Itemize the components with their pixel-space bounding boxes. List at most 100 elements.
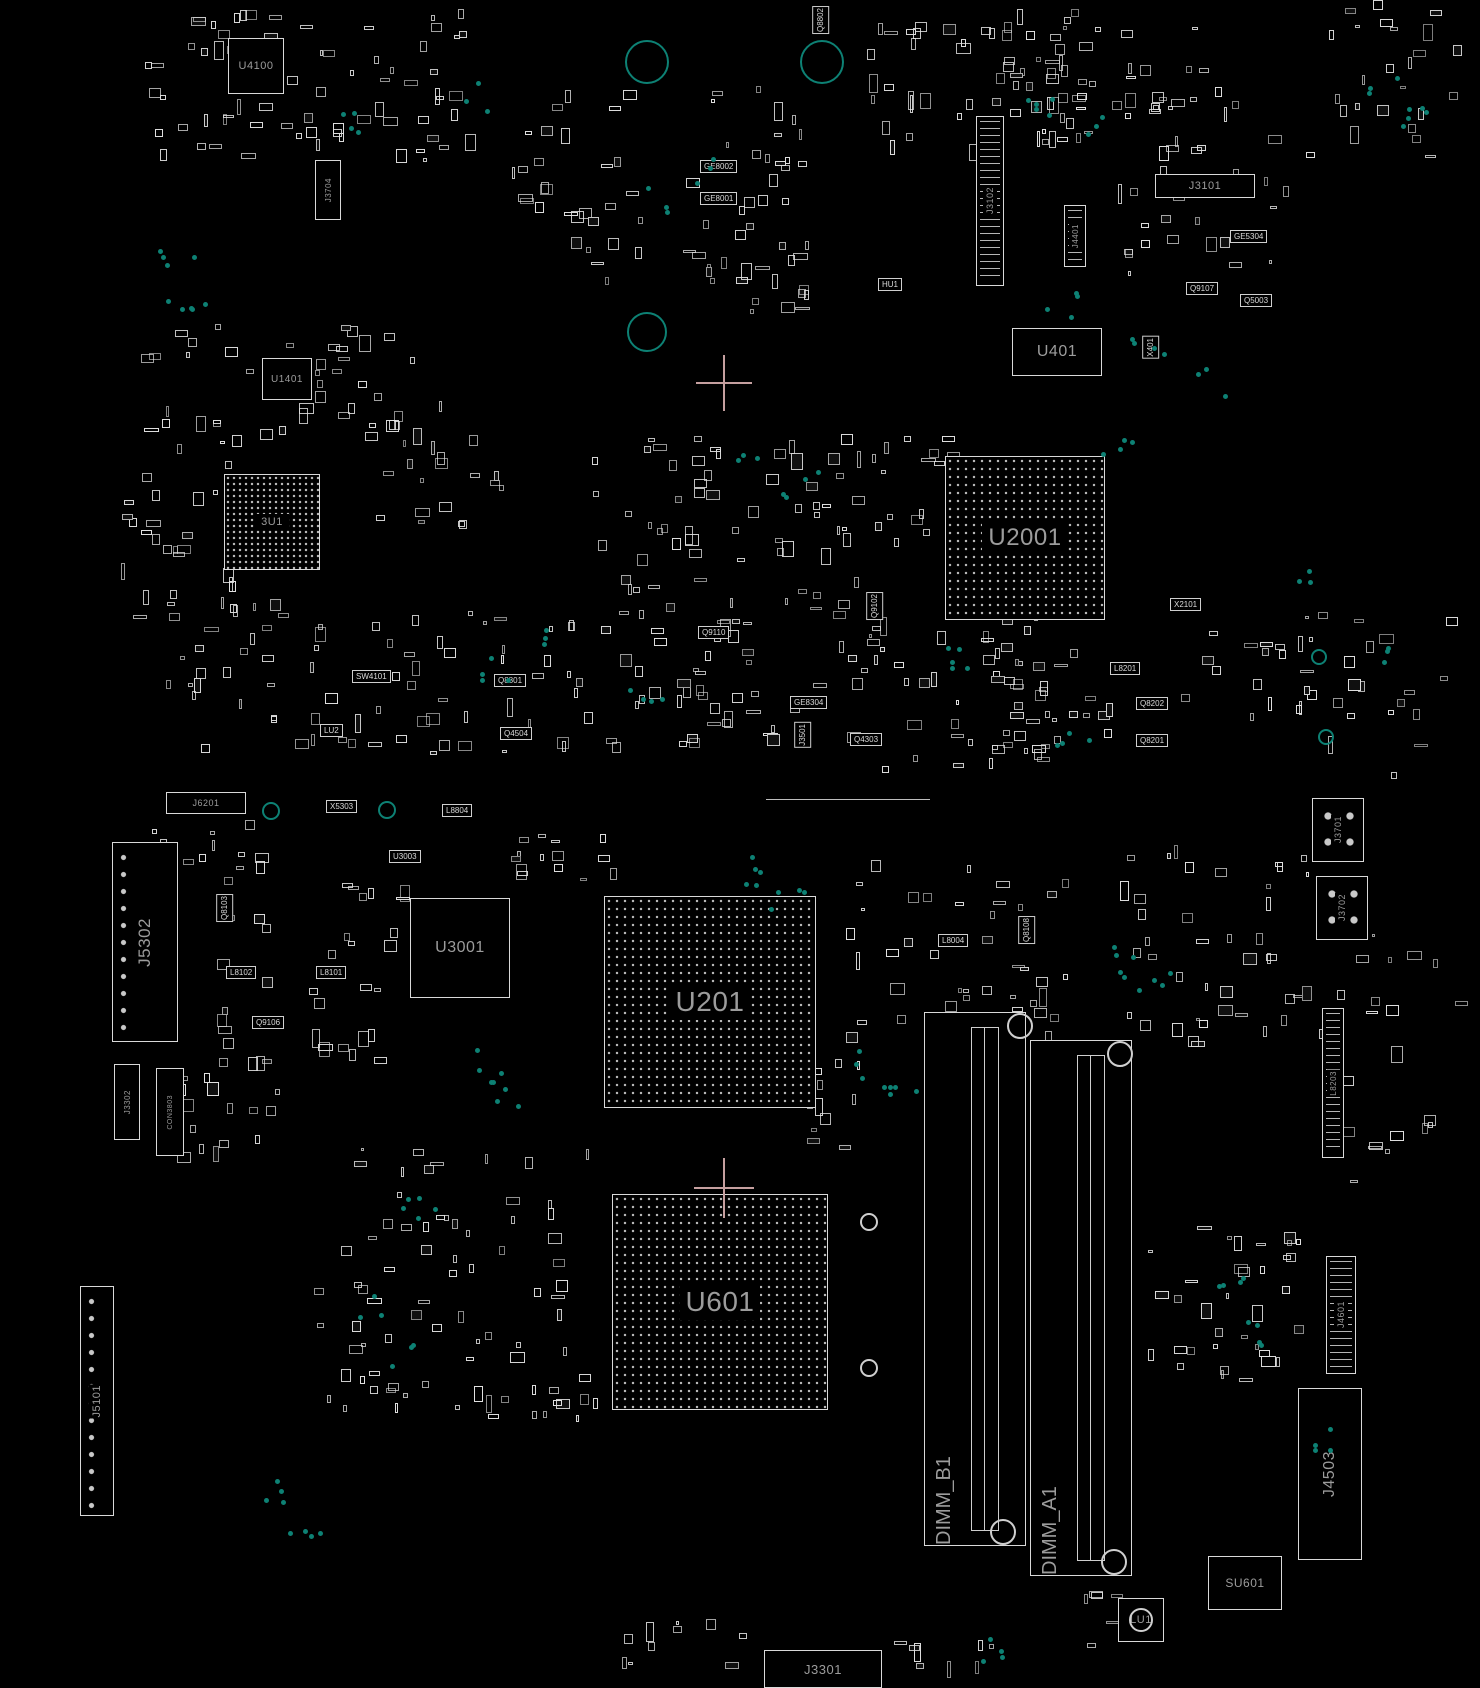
component-outline: [383, 1218, 394, 1230]
component-outline: [887, 513, 893, 520]
component-outline: [1228, 261, 1243, 268]
component-outline: [738, 1632, 748, 1640]
component-outline: [474, 1386, 484, 1403]
component-outline: [795, 307, 810, 311]
component-outline: [907, 719, 923, 730]
test-point: [1093, 124, 1099, 130]
component-outline: [1040, 681, 1049, 697]
component-outline: [1126, 76, 1137, 80]
component-outline: [485, 1395, 493, 1413]
component-outline: [634, 701, 640, 709]
component-outline: [675, 1621, 679, 1625]
component-outline: [742, 648, 755, 656]
component-outline: [712, 91, 723, 97]
component-outline: [1075, 133, 1081, 144]
component-outline: [1353, 619, 1364, 623]
component-outline: [507, 697, 513, 717]
component-outline: [1054, 43, 1066, 55]
component-outline: [707, 721, 722, 727]
component-outline: [212, 1146, 219, 1162]
component-outline: [827, 453, 840, 465]
component-outline: [310, 661, 314, 673]
component-outline: [983, 631, 989, 644]
component-outline: [211, 21, 216, 30]
test-point: [964, 665, 970, 671]
component-outline: [1308, 637, 1313, 643]
connector-j3301: J3301: [764, 1650, 882, 1688]
component-outline: [1187, 1347, 1195, 1355]
connector-j3101: J3101: [1155, 174, 1255, 198]
component-outline: [180, 656, 185, 661]
component-outline: [173, 551, 185, 558]
component-outline: [1106, 703, 1114, 717]
component-outline: [839, 1145, 851, 1150]
component-outline: [1385, 63, 1394, 73]
refdes-u3003: U3003: [389, 850, 421, 864]
component-outline: [575, 1415, 580, 1422]
component-outline: [314, 997, 325, 1009]
component-outline: [947, 1661, 952, 1678]
refdes-q9107: Q9107: [1186, 282, 1219, 296]
component-outline: [880, 647, 886, 652]
component-outline: [1346, 713, 1355, 720]
component-outline: [1036, 56, 1041, 62]
component-outline: [201, 48, 209, 56]
test-point: [484, 109, 490, 115]
component-outline: [1390, 1130, 1405, 1141]
component-outline: [937, 631, 947, 645]
component-outline: [1038, 988, 1047, 1007]
component-outline: [417, 715, 430, 727]
component-outline: [1252, 1304, 1264, 1322]
component-outline: [1013, 702, 1023, 710]
component-outline: [324, 693, 338, 704]
refdes-q8201: Q8201: [1136, 734, 1169, 748]
component-label: SU601: [1225, 1576, 1265, 1590]
component-outline: [749, 308, 755, 315]
component-outline: [870, 859, 882, 873]
component-outline: [216, 1014, 228, 1027]
component-outline: [249, 633, 255, 645]
component-outline: [225, 461, 232, 469]
component-outline: [942, 24, 956, 36]
refdes-q9102: Q9102: [866, 592, 884, 621]
component-outline: [1413, 50, 1426, 58]
component-outline: [647, 1641, 656, 1652]
component-outline: [628, 583, 633, 595]
component-outline: [206, 1082, 219, 1096]
component-outline: [1440, 676, 1449, 681]
component-outline: [1317, 612, 1329, 619]
component-outline: [423, 1165, 434, 1174]
mounting-hole: [1107, 1041, 1133, 1067]
refdes-q4303: Q4303: [850, 733, 883, 747]
component-label: U4100: [238, 60, 274, 72]
component-outline: [689, 549, 702, 559]
component-outline: [222, 115, 234, 119]
test-point: [318, 1530, 324, 1536]
component-outline: [579, 1374, 592, 1383]
component-outline: [518, 194, 534, 202]
component-outline: [231, 435, 243, 447]
component-outline: [1302, 985, 1312, 1002]
refdes-q5003: Q5003: [1240, 294, 1273, 308]
component-outline: [816, 1079, 823, 1091]
component-outline: [1045, 73, 1059, 84]
component-outline: [1029, 999, 1038, 1008]
component-outline: [438, 740, 451, 752]
component-outline: [604, 203, 616, 211]
test-point: [352, 111, 358, 117]
component-outline: [600, 626, 612, 634]
component-outline: [923, 528, 931, 536]
component-outline: [425, 713, 440, 725]
component-outline: [1009, 995, 1016, 999]
component-outline: [367, 741, 382, 747]
component-outline: [1060, 65, 1069, 77]
component-outline: [921, 457, 936, 463]
test-point: [754, 456, 760, 462]
component-outline: [326, 1394, 331, 1403]
test-point: [1085, 131, 1091, 137]
component-outline: [1283, 1231, 1296, 1244]
component-outline: [884, 31, 898, 35]
component-outline: [239, 647, 248, 655]
component-outline: [716, 448, 722, 459]
component-outline: [966, 99, 973, 110]
